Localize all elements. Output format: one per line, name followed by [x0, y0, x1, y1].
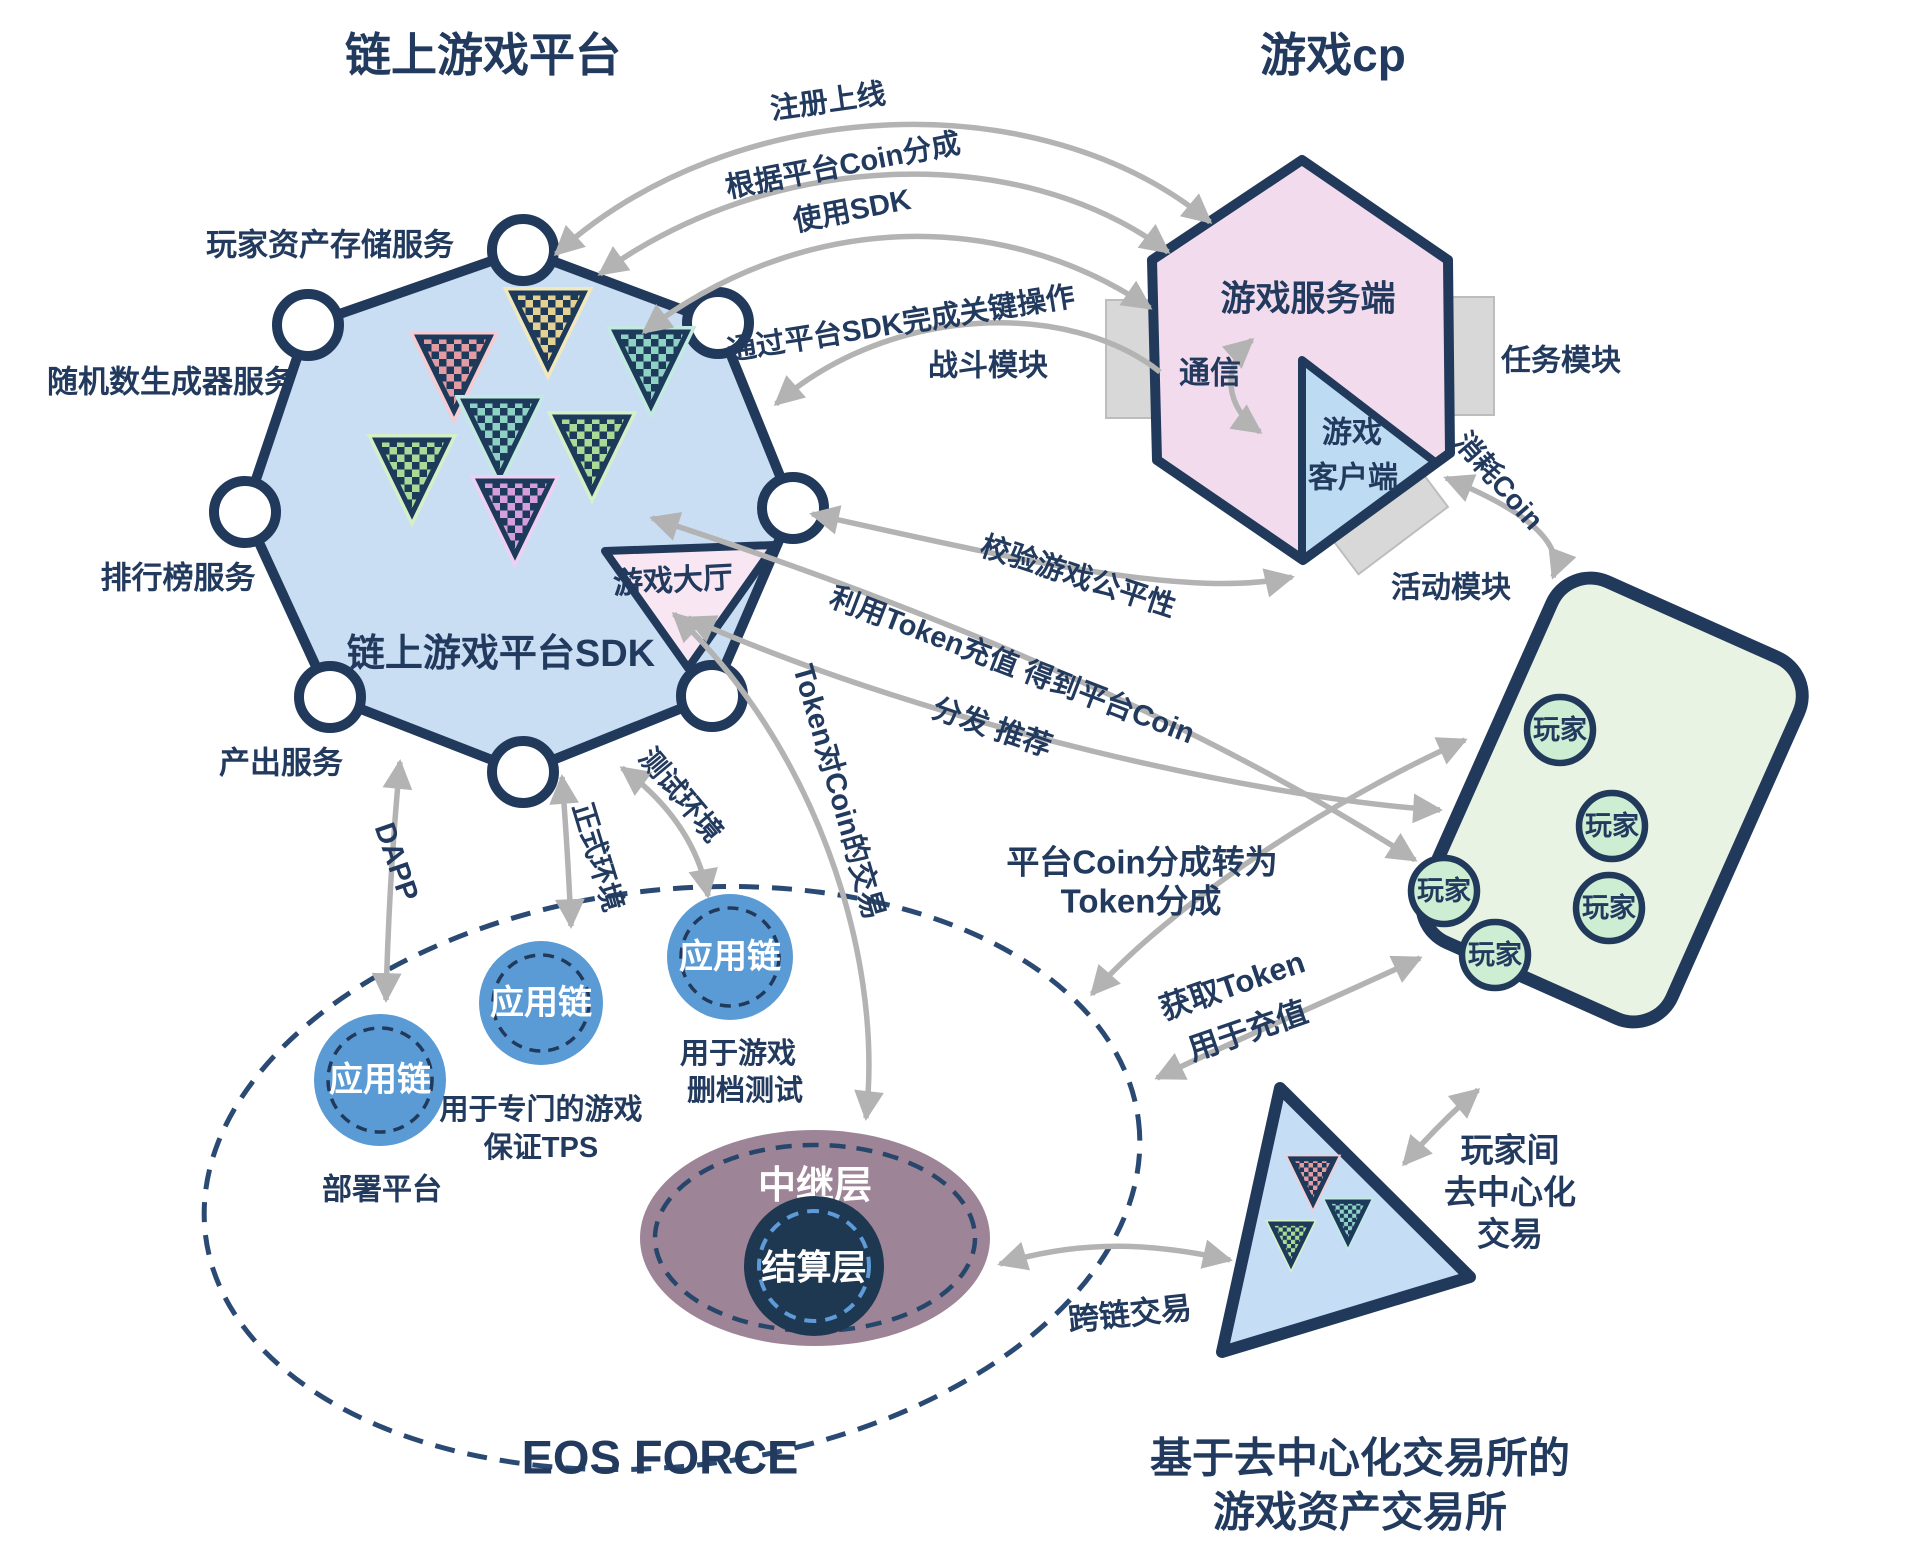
label-activity-module: 活动模块	[1391, 572, 1511, 605]
label-chain2-note2: 保证TPS	[483, 1131, 598, 1164]
caption-exchange-line1: 基于去中心化交易所的	[1150, 1435, 1570, 1482]
settlement-layer-label: 结算层	[761, 1249, 866, 1288]
label-game-lobby: 游戏大厅	[612, 561, 734, 600]
flow-arrow-coin-to-token	[1089, 737, 1468, 997]
eos-force-dashed-ellipse	[201, 883, 1143, 1473]
app-chain-3: 应用链	[667, 894, 793, 1020]
flow-arrow-get-token	[1154, 955, 1423, 1081]
battle-module-block	[1105, 299, 1155, 419]
player-label: 玩家	[1468, 939, 1522, 970]
label-chain3-note1: 用于游戏	[680, 1037, 796, 1070]
label-chain3-note2: 删档测试	[687, 1074, 803, 1107]
caption-eos-force: EOS FORCE	[522, 1431, 799, 1484]
octagon-node	[209, 476, 281, 548]
flow-label-prod-env: 正式环境	[567, 799, 629, 915]
flow-arrow-register	[553, 121, 1213, 257]
flow-arrows	[371, 121, 1577, 1271]
flow-label-coin-share: 根据平台Coin分成	[723, 126, 964, 205]
task-module-block	[1451, 296, 1495, 416]
flow-label-use-sdk: 使用SDK	[789, 183, 913, 238]
flow-arrow-use-sdk	[641, 233, 1153, 335]
title-game-cp: 游戏cp	[1260, 29, 1406, 81]
flow-arrow-token-coin-trade	[671, 611, 884, 1121]
label-game-client-line1: 游戏	[1322, 417, 1382, 450]
label-chain1-note: 部署平台	[322, 1173, 442, 1207]
flow-arrow-consume-coin	[1443, 474, 1577, 580]
flow-label-distribute: 分发 推荐	[928, 692, 1056, 764]
octagon-node	[487, 736, 559, 808]
label-comm: 通信	[1179, 356, 1241, 391]
label-battle-module: 战斗模块	[928, 350, 1048, 383]
label-output-service: 产出服务	[219, 746, 343, 781]
flow-arrow-sdk-ops	[773, 320, 1162, 407]
settlement-layer: 结算层	[744, 1196, 884, 1336]
flow-label-consume-coin: 消耗Coin	[1449, 426, 1550, 536]
player-label: 玩家	[1533, 714, 1587, 745]
player-label: 玩家	[1582, 892, 1636, 923]
label-game-client-line2: 客户端	[1308, 461, 1398, 495]
flow-arrow-coin-share	[597, 171, 1171, 277]
flow-label-coin-to-token-1: 平台Coin分成转为	[1006, 844, 1277, 881]
flow-arrow-dapp	[371, 759, 413, 1003]
player-circle	[1572, 871, 1646, 945]
flow-label-fairness: 校验游戏公平性	[977, 529, 1181, 624]
label-task-module: 任务模块	[1500, 345, 1621, 378]
game-client-triangle	[1298, 356, 1439, 564]
octagon-node	[294, 661, 366, 733]
label-platform-sdk: 链上游戏平台SDK	[347, 633, 656, 675]
flow-arrow-p2p-trade	[1401, 1087, 1481, 1167]
label-game-server: 游戏服务端	[1220, 280, 1395, 319]
player-circle	[1523, 693, 1597, 767]
app-chain-label: 应用链	[329, 1061, 431, 1099]
label-random-service: 随机数生成器服务	[47, 365, 295, 400]
flow-label-p2p-2: 去中心化	[1444, 1174, 1576, 1211]
octagon-node	[676, 660, 748, 732]
comm-arrow	[1222, 337, 1263, 435]
app-chain-1: 应用链	[314, 1014, 446, 1146]
flow-label-register: 注册上线	[768, 76, 888, 126]
flow-arrow-prod-env	[549, 774, 585, 929]
exchange-triangle	[1216, 1082, 1476, 1358]
flow-label-p2p-3: 交易	[1477, 1216, 1543, 1253]
app-chain-label: 应用链	[679, 938, 781, 976]
flow-label-p2p-1: 玩家间	[1461, 1132, 1560, 1169]
octagon-node	[487, 214, 559, 286]
octagon-node	[757, 472, 829, 544]
label-rank-service: 排行榜服务	[101, 561, 256, 596]
flow-label-coin-to-token-2: Token分成	[1061, 883, 1222, 920]
flow-label-cross-chain: 跨链交易	[1067, 1290, 1194, 1338]
flow-label-get-token: 获取Token 用于充值	[1155, 944, 1312, 1067]
player-label: 玩家	[1417, 875, 1471, 906]
app-chain-2: 应用链	[479, 941, 603, 1065]
title-platform: 链上游戏平台	[345, 29, 621, 81]
app-chain-label: 应用链	[490, 984, 592, 1022]
player-circle	[1575, 789, 1649, 863]
flow-arrow-cross-chain	[997, 1239, 1233, 1271]
player-label: 玩家	[1585, 810, 1639, 841]
label-chain2-note1: 用于专门的游戏	[439, 1092, 642, 1126]
octagon-node	[272, 289, 344, 361]
label-storage-service: 玩家资产存储服务	[206, 228, 454, 263]
flow-label-dapp: DAPP	[368, 819, 424, 906]
caption-exchange-line2: 游戏资产交易所	[1213, 1489, 1507, 1536]
